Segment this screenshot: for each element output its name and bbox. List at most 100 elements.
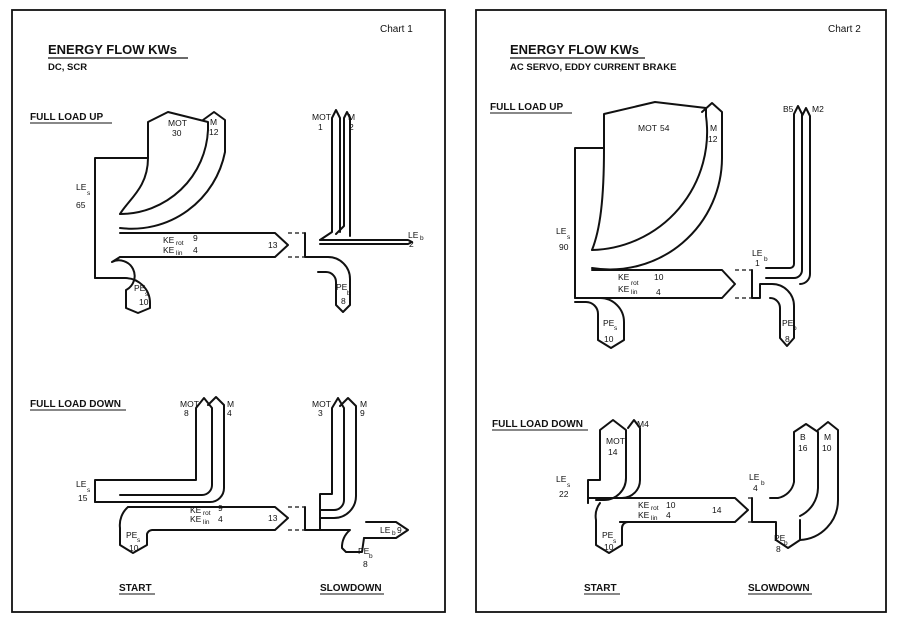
transition-dashes	[288, 506, 305, 531]
chart-1-tag: Chart 1	[380, 24, 413, 35]
start-m-value: 12	[708, 134, 718, 144]
start-ke-rot-value: 10	[654, 272, 664, 282]
slowdown-leb-value: 1	[755, 258, 760, 268]
slowdown-m-label: M	[824, 432, 831, 442]
slowdown-peb-sub: b	[784, 540, 788, 547]
start-mot-value: 30	[172, 128, 182, 138]
start-m4-label: M4	[637, 419, 649, 429]
start-les-label: LE	[556, 474, 567, 484]
start-mot-arrow	[587, 419, 627, 504]
start-pes-label: PE	[602, 530, 614, 540]
start-ke-lin-label: KE	[638, 510, 650, 520]
slowdown-leb-label: LE	[380, 525, 391, 535]
start-pes-value: 10	[604, 542, 614, 552]
slowdown-m-value: 2	[349, 122, 354, 132]
chart-1-slowdown-label: SLOWDOWN	[320, 583, 382, 594]
start-ke-total: 13	[268, 240, 278, 250]
slowdown-leb-sub: b	[420, 235, 424, 242]
slowdown-mot-arrow	[304, 397, 345, 531]
start-les-sub: s	[87, 190, 91, 197]
slowdown-leb-value: 9	[397, 525, 402, 535]
start-m-arrow	[591, 102, 723, 271]
slowdown-m-value: 9	[360, 408, 365, 418]
slowdown-b-label: B	[800, 432, 806, 442]
start-les-sub: s	[567, 234, 571, 241]
start-pes-label: PE	[134, 283, 146, 293]
slowdown-peb-label: PE	[358, 546, 370, 556]
start-ke-arrow	[587, 497, 749, 523]
start-ke-rot-sub: rot	[176, 240, 184, 247]
slowdown-leb-label: LE	[752, 248, 763, 258]
slowdown-mot-value: 3	[318, 408, 323, 418]
start-ke-rot-value: 10	[666, 500, 676, 510]
start-pes-label: PE	[603, 318, 615, 328]
slowdown-leb-label: LE	[408, 230, 419, 240]
slowdown-peb-arrow	[751, 269, 795, 347]
slowdown-mot-label: MOT	[312, 112, 331, 122]
start-mot-value: 14	[608, 447, 618, 457]
slowdown-m2-label: M2	[812, 104, 824, 114]
start-les-sub: s	[87, 487, 91, 494]
start-pes-arrow	[94, 256, 151, 314]
start-les-value: 90	[559, 242, 569, 252]
slowdown-b5-label: B5	[783, 104, 794, 114]
chart-1-title: ENERGY FLOW KWs	[48, 42, 177, 57]
start-les-flow	[94, 111, 209, 279]
start-pes-value: 10	[129, 543, 139, 553]
start-ke-arrow	[119, 232, 289, 258]
start-pes-sub: s	[137, 537, 141, 544]
slowdown-peb-label: PE	[782, 318, 794, 328]
start-pes-sub: s	[145, 291, 149, 298]
slowdown-m-value: 10	[822, 443, 832, 453]
start-pes-arrow	[574, 297, 625, 349]
slowdown-leb-arrow	[319, 239, 413, 245]
start-ke-lin-sub: lin	[176, 250, 183, 257]
slowdown-leb-sub: b	[764, 256, 768, 263]
start-m-value: 4	[227, 408, 232, 418]
slowdown-leb-label: LE	[749, 472, 760, 482]
chart-1-full-load-up: FULL LOAD UP MOT 30 M 12 LE s 65 KE rot …	[30, 109, 424, 314]
chart-2-full-load-down: FULL LOAD DOWN MOT 14 M4 LE s 22 KE rot …	[492, 419, 840, 554]
start-pes-value: 10	[604, 334, 614, 344]
slowdown-peb-value: 8	[785, 334, 790, 344]
slowdown-m-arrow	[799, 421, 840, 541]
chart-2-frame	[475, 9, 887, 613]
start-ke-rot-label: KE	[638, 500, 650, 510]
slowdown-peb-arrow	[304, 232, 351, 313]
start-les-label: LE	[76, 182, 87, 192]
slowdown-m-label: M	[348, 112, 355, 122]
start-ke-rot-sub: rot	[631, 280, 639, 287]
slowdown-leb-sub: b	[392, 530, 396, 537]
start-mot-label: MOT	[606, 436, 625, 446]
start-ke-rot-label: KE	[190, 505, 202, 515]
start-pes-sub: s	[614, 325, 618, 332]
start-ke-total: 14	[712, 505, 722, 515]
start-ke-rot-value: 9	[193, 233, 198, 243]
start-mot-label: MOT	[638, 123, 657, 133]
chart-1-start-label: START	[119, 583, 152, 594]
start-pes-arrow	[118, 506, 161, 554]
slowdown-peb-sub: b	[793, 325, 797, 332]
start-m-label: M	[227, 399, 234, 409]
slowdown-peb-value: 8	[776, 544, 781, 554]
transition-dashes	[735, 269, 752, 299]
slowdown-peb-value: 8	[341, 296, 346, 306]
slowdown-mot-value: 1	[318, 122, 323, 132]
slowdown-m-label: M	[360, 399, 367, 409]
start-ke-rot-value: 9	[218, 503, 223, 513]
chart-2-start-label: START	[584, 583, 617, 594]
chart-1-full-load-down: FULL LOAD DOWN MOT 8 M 4 LE s 15 KE rot …	[30, 396, 409, 569]
start-les-sub: s	[567, 482, 571, 489]
start-ke-lin-value: 4	[193, 245, 198, 255]
slowdown-peb-arrow	[304, 529, 365, 553]
start-mot-value: 8	[184, 408, 189, 418]
start-pes-label: PE	[126, 530, 138, 540]
start-mot-inner	[591, 147, 605, 251]
start-les-value: 22	[559, 489, 569, 499]
start-ke-rot-sub: rot	[203, 510, 211, 517]
slowdown-leb-sub: b	[761, 480, 765, 487]
start-ke-lin-label: KE	[618, 284, 630, 294]
start-ke-arrow	[591, 269, 736, 299]
slowdown-peb-label: PE	[336, 282, 348, 292]
